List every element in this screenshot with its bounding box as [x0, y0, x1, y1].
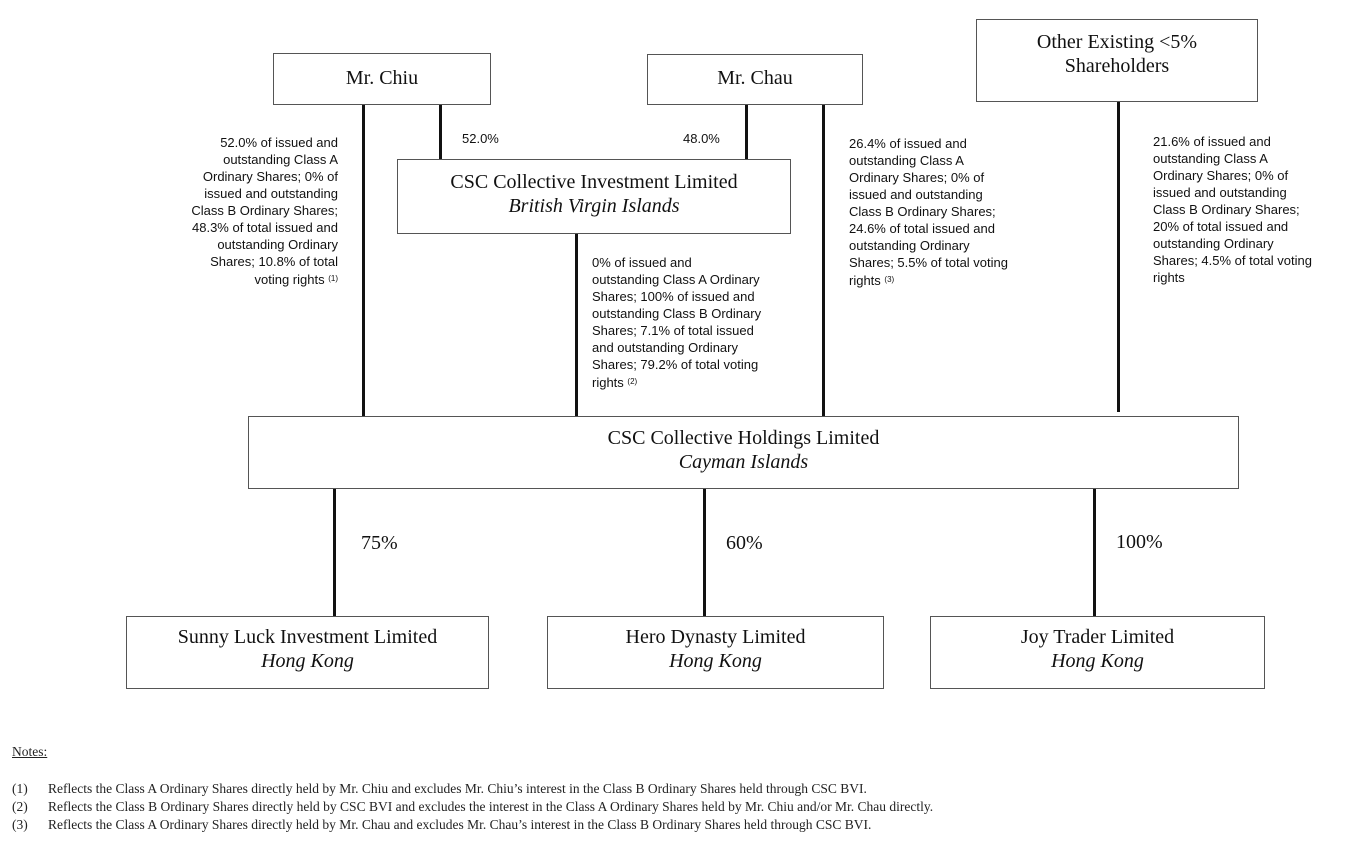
footnote-ref: (1) [328, 274, 338, 283]
note-line: voting rights (1) [150, 270, 339, 288]
holdings-joy-connector [1093, 488, 1096, 617]
note-line: Shares; 10.8% of total [210, 254, 338, 269]
hero-dynasty-box: Hero Dynasty Limited Hong Kong [547, 616, 884, 689]
chiu-ownership-note: 52.0% of issued and outstanding Class A … [150, 134, 338, 288]
bvi-holdings-connector [575, 234, 578, 416]
mr-chiu-box: Mr. Chiu [273, 53, 491, 105]
mr-chiu-label: Mr. Chiu [345, 67, 419, 89]
note-line: outstanding Class A [849, 153, 964, 168]
chau-holdings-connector [822, 104, 825, 416]
note-line: Class B Ordinary Shares; [849, 204, 996, 219]
note-line: rights (2) [592, 373, 802, 391]
note-line: issued and outstanding [849, 187, 983, 202]
footnote-ref: (3) [884, 275, 895, 284]
csc-holdings-box: CSC Collective Holdings Limited Cayman I… [248, 416, 1239, 489]
chau-ownership-note: 26.4% of issued and outstanding Class A … [849, 135, 1049, 289]
chau-bvi-connector [745, 104, 748, 159]
chiu-bvi-percentage: 52.0% [462, 131, 499, 146]
note-text: rights [592, 375, 624, 390]
footnote-text: Reflects the Class B Ordinary Shares dir… [48, 799, 934, 814]
hero-dynasty-jurisdiction: Hong Kong [669, 650, 762, 672]
footnote-number: (2) [12, 799, 28, 814]
note-line: rights (3) [849, 271, 1049, 289]
bvi-ownership-note: 0% of issued and outstanding Class A Ord… [592, 254, 802, 391]
mr-chau-label: Mr. Chau [717, 67, 793, 89]
footnote-number: (1) [12, 781, 28, 796]
note-line: rights [1153, 270, 1185, 285]
other-shareholders-label-line2: Shareholders [1064, 55, 1170, 77]
others-ownership-note: 21.6% of issued and outstanding Class A … [1153, 133, 1343, 286]
note-line: outstanding Class B Ordinary [592, 306, 762, 321]
footnote-text: Reflects the Class A Ordinary Shares dir… [48, 781, 867, 796]
csc-holdings-name: CSC Collective Holdings Limited [607, 427, 880, 449]
hero-percentage: 60% [726, 532, 763, 554]
csc-holdings-jurisdiction: Cayman Islands [678, 451, 809, 473]
footnote-ref: (2) [627, 377, 638, 386]
holdings-sunny-connector [333, 488, 336, 617]
note-line: Class B Ordinary Shares; [1153, 202, 1300, 217]
note-line: Shares; 7.1% of total issued [592, 323, 754, 338]
note-line: Shares; 4.5% of total voting [1153, 253, 1312, 268]
csc-bvi-name: CSC Collective Investment Limited [450, 171, 738, 193]
footnote-text: Reflects the Class A Ordinary Shares dir… [48, 817, 872, 832]
note-line: 21.6% of issued and [1153, 134, 1271, 149]
notes-section: Notes: (1) Reflects the Class A Ordinary … [12, 744, 933, 834]
note-line: Shares; 5.5% of total voting [849, 255, 1008, 270]
holdings-hero-connector [703, 488, 706, 617]
note-line: outstanding Ordinary [217, 237, 338, 252]
hero-dynasty-name: Hero Dynasty Limited [625, 626, 806, 648]
note-line: 24.6% of total issued and [849, 221, 995, 236]
note-line: Class B Ordinary Shares; [191, 203, 338, 218]
sunny-luck-jurisdiction: Hong Kong [261, 650, 354, 672]
note-line: outstanding Class A [1153, 151, 1268, 166]
footnote-3: (3) Reflects the Class A Ordinary Shares … [12, 816, 933, 834]
note-line: Shares; 100% of issued and [592, 289, 755, 304]
note-line: outstanding Ordinary [1153, 236, 1274, 251]
joy-trader-jurisdiction: Hong Kong [1051, 650, 1144, 672]
other-shareholders-label-line1: Other Existing <5% [1036, 31, 1198, 53]
csc-bvi-box: CSC Collective Investment Limited Britis… [397, 159, 791, 234]
chiu-holdings-connector [362, 104, 365, 416]
sunny-percentage: 75% [361, 532, 398, 554]
note-line: Ordinary Shares; 0% of [202, 169, 338, 184]
sunny-luck-box: Sunny Luck Investment Limited Hong Kong [126, 616, 489, 689]
other-shareholders-box: Other Existing <5% Shareholders [976, 19, 1258, 102]
footnote-1: (1) Reflects the Class A Ordinary Shares … [12, 780, 933, 798]
note-line: outstanding Class A [223, 152, 338, 167]
joy-trader-name: Joy Trader Limited [1020, 626, 1175, 648]
note-line: issued and outstanding [1153, 185, 1287, 200]
joy-percentage: 100% [1116, 531, 1163, 553]
footnote-2: (2) Reflects the Class B Ordinary Shares … [12, 798, 933, 816]
note-line: 20% of total issued and [1153, 219, 1289, 234]
others-holdings-connector [1117, 101, 1120, 412]
note-line: 48.3% of total issued and [192, 220, 338, 235]
note-line: outstanding Ordinary [849, 238, 970, 253]
chau-bvi-percentage: 48.0% [683, 131, 720, 146]
sunny-luck-name: Sunny Luck Investment Limited [177, 626, 438, 648]
note-text: rights [849, 273, 881, 288]
note-line: and outstanding Ordinary [592, 340, 738, 355]
note-line: 52.0% of issued and [220, 135, 338, 150]
note-line: 26.4% of issued and [849, 136, 967, 151]
note-line: outstanding Class A Ordinary [592, 272, 760, 287]
note-line: issued and outstanding [204, 186, 338, 201]
note-line: Ordinary Shares; 0% of [849, 170, 985, 185]
csc-bvi-jurisdiction: British Virgin Islands [508, 195, 680, 217]
joy-trader-box: Joy Trader Limited Hong Kong [930, 616, 1265, 689]
note-text: voting rights [254, 272, 325, 287]
mr-chau-box: Mr. Chau [647, 54, 863, 105]
note-line: 0% of issued and [592, 255, 692, 270]
note-line: Shares; 79.2% of total voting [592, 357, 759, 372]
note-line: Ordinary Shares; 0% of [1153, 168, 1289, 183]
footnote-number: (3) [12, 817, 28, 832]
notes-header: Notes: [12, 744, 48, 759]
chiu-bvi-connector [439, 104, 442, 159]
